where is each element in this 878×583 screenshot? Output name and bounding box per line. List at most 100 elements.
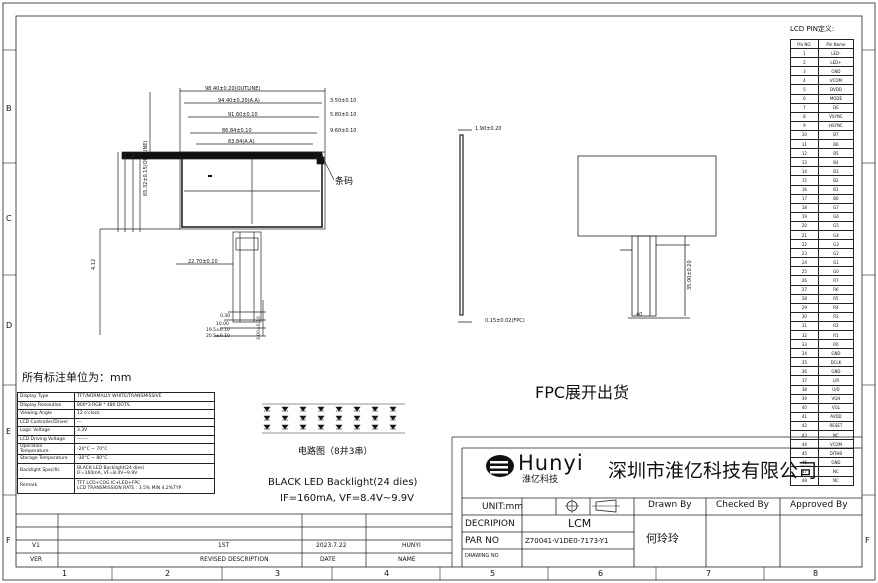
dim-back-fpc-side: 40 bbox=[636, 312, 643, 318]
pin-name: G1 bbox=[817, 257, 855, 268]
pin-name: R6 bbox=[817, 284, 855, 295]
pin-name: DE bbox=[817, 102, 855, 113]
row-letter-c: C bbox=[6, 214, 12, 223]
dim-aa-width: 94.40±0.20(A.A) bbox=[218, 98, 260, 104]
unit-label: UNIT:mm bbox=[482, 502, 524, 512]
part-no-value: Z70041-V1DE0-7173-Y1 bbox=[525, 537, 609, 545]
dim-side-thickness: 1.90±0.20 bbox=[475, 126, 502, 132]
description-label: DECRIPION bbox=[465, 519, 515, 529]
revision-header-date: DATE bbox=[320, 556, 336, 563]
row-letter-d: D bbox=[6, 321, 13, 330]
row-letter-f: F bbox=[6, 536, 11, 545]
dim-fpc-pitch-2: 10.00 bbox=[216, 322, 229, 327]
pin-name: R1 bbox=[817, 329, 855, 341]
dim-width-4: 86.84±0.10 bbox=[222, 128, 252, 134]
pin-name: R4 bbox=[817, 302, 855, 313]
row-letter-e: E bbox=[6, 427, 12, 436]
pin-name: VSYNC bbox=[817, 111, 855, 122]
pin-name: NC bbox=[817, 430, 855, 441]
pin-name: U/D bbox=[817, 384, 855, 395]
dim-width-3: 91.60±0.10 bbox=[228, 112, 258, 118]
pin-name: R2 bbox=[817, 320, 855, 332]
col-number-3: 3 bbox=[275, 569, 281, 578]
revision-header-name: NAME bbox=[398, 556, 416, 563]
col-number-8: 8 bbox=[813, 569, 819, 578]
circuit-title: 电路图（8并3串） bbox=[298, 447, 373, 457]
revision-name: HUNYI bbox=[402, 542, 421, 549]
revision-header-desc: REVISED DESCRIPTION bbox=[200, 556, 269, 563]
pin-name: DCLK bbox=[817, 357, 855, 368]
hunyi-logo-icon bbox=[486, 455, 514, 477]
backlight-line-2: IF=160mA, VF=8.4V~9.9V bbox=[280, 493, 414, 504]
checked-by-label: Checked By bbox=[716, 500, 769, 510]
row-letter-b: B bbox=[6, 104, 12, 113]
dim-fpc-thickness: 0.15±0.02(FPC) bbox=[485, 318, 525, 324]
pin-name: GND bbox=[817, 66, 855, 77]
col-number-4: 4 bbox=[384, 569, 390, 578]
pin-name: RESET bbox=[817, 420, 855, 432]
pin-name: NC bbox=[817, 475, 855, 486]
pin-name: L/R bbox=[817, 375, 855, 386]
dim-width-5: 83.84(A.A) bbox=[228, 139, 255, 145]
barcode-marker-label: 条码 bbox=[335, 177, 354, 187]
pin-name: AVDD bbox=[817, 411, 855, 422]
pin-name: GND bbox=[817, 457, 855, 468]
logo-text: Hunyi bbox=[518, 451, 584, 475]
dim-fpc-pitch-3: 19.5±0.10 bbox=[206, 328, 230, 333]
dim-fpc-pitch-4: 20.5±0.10 bbox=[206, 334, 230, 339]
revision-ver: V1 bbox=[32, 542, 40, 549]
col-number-7: 7 bbox=[706, 569, 712, 578]
revision-header-ver: VER bbox=[30, 556, 43, 563]
logo-subtext: 淮亿科技 bbox=[522, 475, 559, 485]
pin-name: R5 bbox=[817, 293, 855, 304]
revision-date: 2023.7.22 bbox=[316, 542, 347, 549]
dim-fpc-pitch-1: 0.30 bbox=[220, 314, 231, 319]
col-number-1: 1 bbox=[62, 569, 68, 578]
pin-name: DITHB bbox=[817, 448, 855, 459]
pin-name: VGH bbox=[817, 393, 855, 404]
row-letter-f-right: F bbox=[865, 536, 870, 545]
col-number-5: 5 bbox=[490, 569, 496, 578]
col-number-6: 6 bbox=[598, 569, 604, 578]
pin-table-title: LCD PIN定义: bbox=[790, 25, 835, 33]
pin-name: G0 bbox=[817, 266, 855, 277]
backlight-line-1: BLACK LED Backlight(24 dies) bbox=[268, 477, 418, 488]
pin-name: NC bbox=[817, 466, 855, 477]
dim-right-3: 9.60±0.10 bbox=[330, 128, 357, 134]
table-row: Operation Temperature-20°C ~ 70°C bbox=[17, 443, 215, 455]
dim-right-2: 5.80±0.10 bbox=[330, 112, 357, 118]
